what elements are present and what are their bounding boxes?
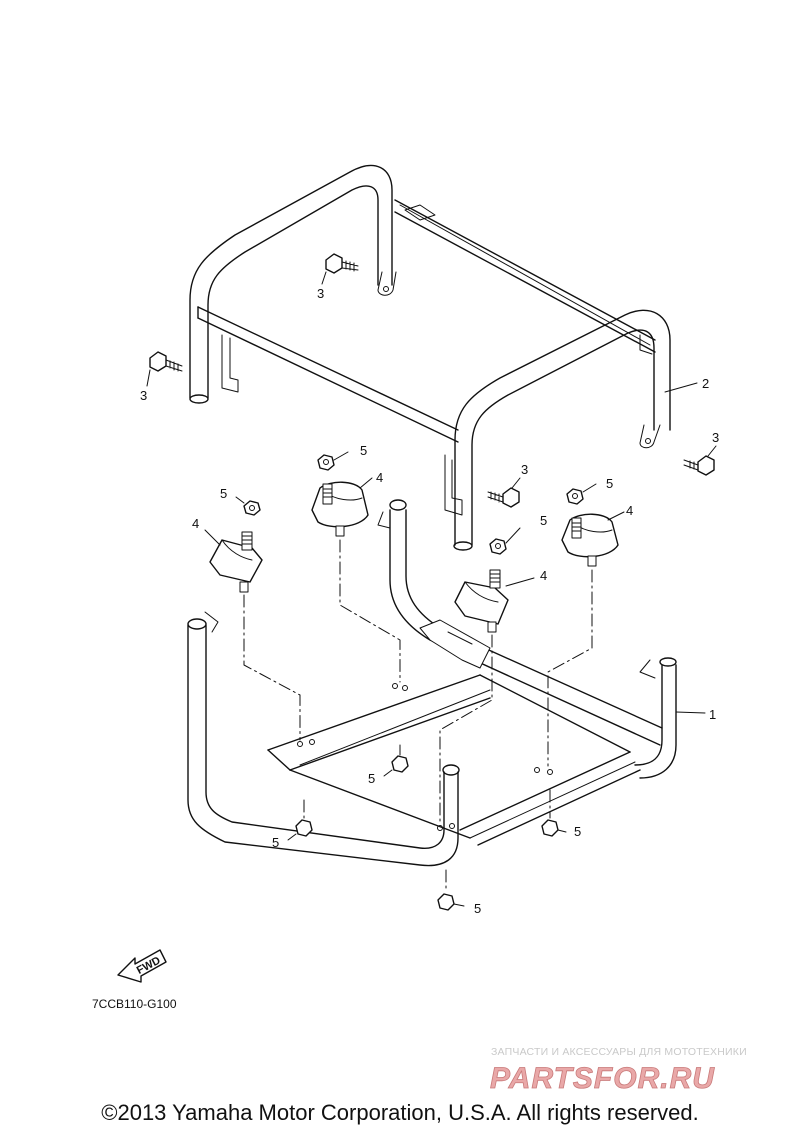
callout-nut-top-b: 5 [360, 443, 367, 458]
callout-frame-upper: 2 [702, 376, 709, 391]
engine-mount-c [454, 569, 535, 633]
fwd-arrow [117, 949, 167, 983]
callout-mount-b: 4 [376, 470, 383, 485]
callout-nut-bot-c: 5 [574, 824, 581, 839]
engine-mount-d [561, 511, 625, 567]
engine-mount-a [204, 529, 263, 593]
bolt-a [321, 253, 359, 285]
bolt-b [146, 351, 183, 387]
callout-nut-bot-a: 5 [368, 771, 375, 786]
callout-nut-bot-b: 5 [272, 835, 279, 850]
copyright-notice: ©2013 Yamaha Motor Corporation, U.S.A. A… [101, 1100, 699, 1125]
nut-bot-b [287, 819, 313, 841]
diagram-code: 7CCB110-G100 [92, 997, 177, 1011]
alignment-lines [243, 539, 593, 891]
nut-top-b [317, 451, 349, 471]
nut-top-d [566, 483, 597, 505]
callout-bolt-c: 3 [521, 462, 528, 477]
nut-bot-a [383, 755, 409, 777]
engine-mount-b [311, 477, 373, 537]
bolt-d [683, 445, 717, 476]
callout-bolt-d: 3 [712, 430, 719, 445]
callout-bolt-b: 3 [140, 388, 147, 403]
nut-bot-c [541, 819, 567, 837]
callout-nut-bot-d: 5 [474, 901, 481, 916]
callout-nut-top-c: 5 [540, 513, 547, 528]
callout-nut-top-d: 5 [606, 476, 613, 491]
bolt-c [487, 477, 521, 508]
callout-mount-c: 4 [540, 568, 547, 583]
callout-mount-a: 4 [192, 516, 199, 531]
callout-labels: 1 2 3 3 3 3 4 4 4 4 5 5 5 5 5 5 5 5 [140, 286, 719, 916]
lower-frame [187, 499, 706, 867]
callout-frame-lower: 1 [709, 707, 716, 722]
nut-bot-d [437, 893, 465, 911]
upper-frame [189, 164, 698, 551]
callout-bolt-a: 3 [317, 286, 324, 301]
watermark-brand: PARTSFOR.RU [490, 1062, 715, 1095]
callout-nut-top-a: 5 [220, 486, 227, 501]
nut-top-a [235, 496, 261, 516]
fwd-label: FWD [135, 954, 163, 976]
watermark-tagline: ЗАПЧАСТИ И АКСЕССУАРЫ ДЛЯ МОТОТЕХНИКИ [491, 1046, 747, 1058]
callout-mount-d: 4 [626, 503, 633, 518]
nut-top-c [489, 527, 521, 555]
